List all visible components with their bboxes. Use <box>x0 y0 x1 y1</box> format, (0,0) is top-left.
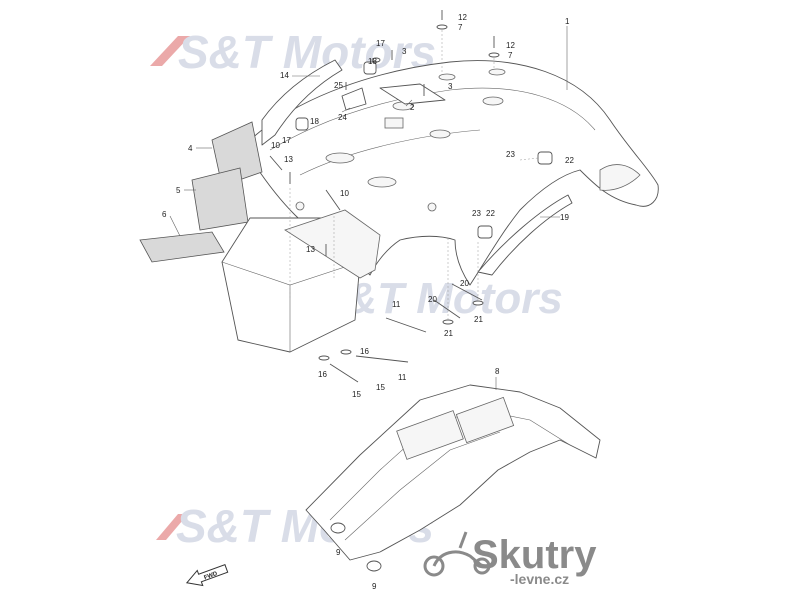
callout-20b: 20 <box>428 295 437 304</box>
foam-pad-4 <box>211 121 263 187</box>
callout-11b: 11 <box>398 373 407 382</box>
callout-10b: 10 <box>340 189 349 198</box>
fender-rear-lamp-recess <box>599 164 641 191</box>
callout-21b: 21 <box>474 315 483 324</box>
foam-pad-6 <box>139 231 225 263</box>
callout-6: 6 <box>162 210 167 219</box>
callout-19: 19 <box>560 213 569 222</box>
callout-3a: 3 <box>402 47 407 56</box>
callout-12a: 12 <box>458 13 467 22</box>
callout-17b: 17 <box>282 136 291 145</box>
logo-domain: -levne.cz <box>510 571 569 587</box>
callout-17a: 17 <box>376 39 385 48</box>
callout-1: 1 <box>565 17 570 26</box>
bolts <box>269 10 495 383</box>
callout-labels: 1 2 3 3 4 5 6 7 7 8 9 9 10 10 11 11 12 1… <box>162 13 574 591</box>
watermark-brand-top: S&T Motors <box>178 26 436 78</box>
fwd-label: FWD <box>203 571 219 582</box>
bracket-2 <box>379 83 446 105</box>
logo-wordmark: Skutry <box>472 533 597 577</box>
subframe-crossmember-2 <box>455 396 515 444</box>
subframe <box>305 384 601 572</box>
fender-mount-hole-2 <box>295 201 305 211</box>
callout-7b: 7 <box>508 51 513 60</box>
callout-12b: 12 <box>506 41 515 50</box>
callout-14: 14 <box>280 71 289 80</box>
fender-boss-3 <box>482 96 504 106</box>
scooter-icon <box>423 531 491 577</box>
callout-13a: 13 <box>284 155 293 164</box>
rubber-dampers <box>295 61 553 239</box>
inner-tray <box>221 209 381 353</box>
callout-22b: 22 <box>486 209 495 218</box>
assembly-lines <box>289 30 539 320</box>
callout-24: 24 <box>338 113 347 122</box>
left-rail <box>261 59 343 146</box>
callout-leaders <box>169 26 568 390</box>
callout-25: 25 <box>334 81 343 90</box>
callout-2: 2 <box>410 103 415 112</box>
callout-13b: 13 <box>306 245 315 254</box>
callout-3b: 3 <box>448 82 453 91</box>
callout-5: 5 <box>176 186 181 195</box>
fender-slot-2 <box>367 176 397 188</box>
callout-16a: 16 <box>360 347 369 356</box>
callout-21a: 21 <box>444 329 453 338</box>
skutry-logo: Skutry -levne.cz <box>423 531 597 587</box>
right-rail <box>477 194 573 276</box>
callout-7a: 7 <box>458 23 463 32</box>
fender-boss-2 <box>429 129 451 139</box>
callout-23a: 23 <box>506 150 515 159</box>
watermark-accent-bottom <box>156 514 188 540</box>
bracket-24 <box>341 87 367 111</box>
callout-4: 4 <box>188 144 193 153</box>
callout-18a: 18 <box>368 57 377 66</box>
callout-11a: 11 <box>392 300 401 309</box>
callout-20a: 20 <box>460 279 469 288</box>
callout-23b: 23 <box>472 209 481 218</box>
subframe-bushing-2 <box>366 560 382 572</box>
watermark-top: S&T Motors <box>150 26 436 78</box>
callout-9a: 9 <box>336 548 341 557</box>
forward-direction-arrow: FWD <box>185 564 229 587</box>
callout-9b: 9 <box>372 582 377 591</box>
watermark-accent-top <box>150 36 190 66</box>
callout-15a: 15 <box>376 383 385 392</box>
fender-boss-5 <box>488 68 506 76</box>
callout-10a: 10 <box>271 141 280 150</box>
fender-slot-1 <box>325 152 355 164</box>
arrow-left-icon <box>185 564 229 587</box>
washers <box>318 24 500 361</box>
callout-16b: 16 <box>318 370 327 379</box>
fender-hole <box>427 202 437 212</box>
callout-22a: 22 <box>565 156 574 165</box>
callout-18b: 18 <box>310 117 319 126</box>
foam-pad-5 <box>191 167 249 231</box>
bracket-slot <box>384 117 404 129</box>
callout-8: 8 <box>495 367 500 376</box>
callout-15b: 15 <box>352 390 361 399</box>
fender-boss-4 <box>438 73 456 81</box>
subframe-crossmember-1 <box>396 410 464 460</box>
subframe-bushing-1 <box>330 522 346 534</box>
